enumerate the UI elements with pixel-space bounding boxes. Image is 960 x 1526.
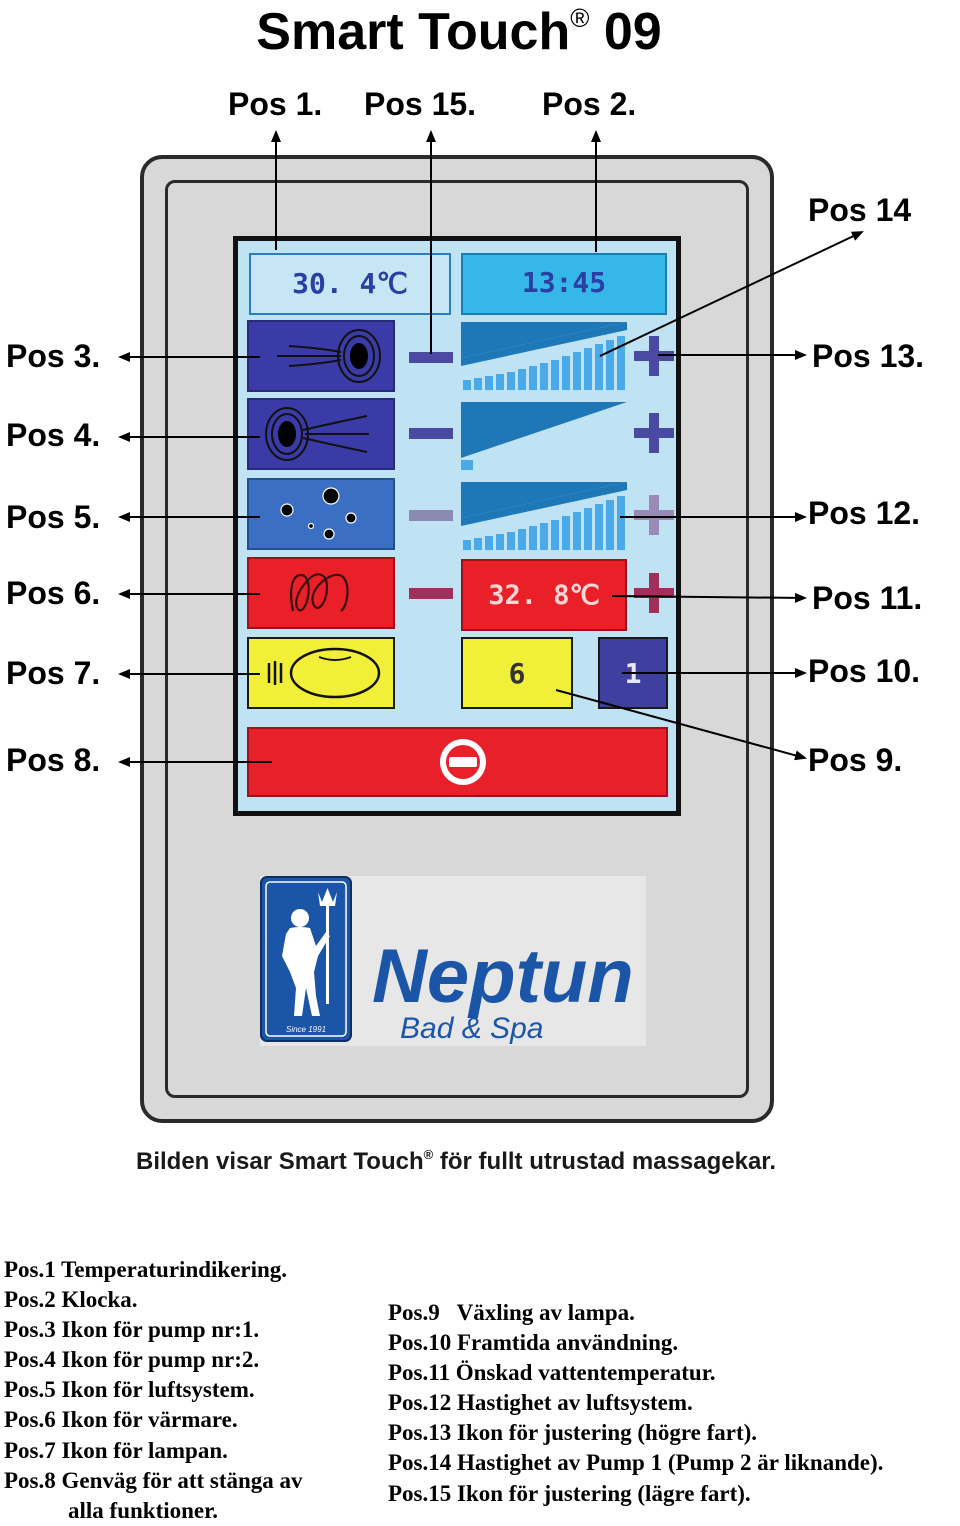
- legend-item: alla funktioner.: [68, 1497, 218, 1523]
- logo-sub-text: Bad & Spa: [400, 1012, 543, 1045]
- legend-right: Pos.9 Växling av lampa. Pos.10 Framtida …: [388, 1298, 883, 1509]
- temperature-minus-button[interactable]: [409, 588, 453, 599]
- device-inner-frame: [165, 180, 749, 1098]
- pump-2-speed-bar: [461, 402, 627, 470]
- neptun-wordmark: Neptun Bad & Spa: [372, 934, 634, 1045]
- page-title: Smart Touch® 09: [256, 3, 662, 61]
- legend-item: Pos.7 Ikon för lampan.: [4, 1437, 228, 1463]
- stop-all-button[interactable]: [247, 727, 668, 797]
- callout-pos-10: Pos 10.: [808, 653, 921, 689]
- callout-pos-13: Pos 13.: [812, 338, 925, 374]
- legend-item: Pos.13 Ikon för justering (högre fart).: [388, 1420, 758, 1446]
- callout-pos-8: Pos 8.: [6, 742, 101, 778]
- pump-2-button[interactable]: [247, 398, 395, 470]
- legend-left: Pos.1 Temperaturindikering. Pos.2 Klocka…: [4, 1255, 303, 1526]
- air-plus-button[interactable]: [632, 493, 676, 537]
- legend-item: Pos.10 Framtida användning.: [388, 1330, 679, 1356]
- legend-item: Pos.4 Ikon för pump nr:2.: [4, 1347, 260, 1373]
- callout-pos-2: Pos 2.: [542, 86, 637, 122]
- callout-pos-12: Pos 12.: [808, 495, 921, 531]
- neptune-figure-logo: Since 1991: [260, 876, 352, 1042]
- legend-item: Pos.2 Klocka.: [4, 1287, 138, 1313]
- set-temperature-display: 32. 8℃: [461, 559, 627, 631]
- legend-item: Pos.1 Temperaturindikering.: [4, 1257, 288, 1282]
- legend-item: Pos.6 Ikon för värmare.: [4, 1407, 238, 1433]
- pump-1-speed-bar: [461, 322, 627, 390]
- callout-pos-11: Pos 11.: [812, 580, 923, 616]
- pump-2-minus-button[interactable]: [409, 428, 453, 439]
- clock-display: 13:45: [461, 253, 667, 315]
- image-caption: Bilden visar Smart Touch® för fullt utru…: [136, 1147, 776, 1175]
- callout-pos-4: Pos 4.: [6, 417, 101, 453]
- legend-item: Pos.9 Växling av lampa.: [388, 1300, 635, 1325]
- legend-item: Pos.5 Ikon för luftsystem.: [4, 1377, 255, 1403]
- callout-pos-5: Pos 5.: [6, 499, 101, 535]
- heater-coil-icon: [290, 573, 349, 612]
- air-minus-button[interactable]: [409, 510, 453, 521]
- temperature-plus-button[interactable]: [632, 571, 676, 615]
- callout-pos-9: Pos 9.: [808, 742, 903, 778]
- callout-pos-6: Pos 6.: [6, 575, 101, 611]
- stop-icon: [440, 739, 486, 785]
- legend-item: Pos.3 Ikon för pump nr:1.: [4, 1317, 260, 1343]
- air-bubbles-icon: [280, 487, 357, 540]
- legend-item: Pos.12 Hastighet av luftsystem.: [388, 1390, 693, 1416]
- temperature-display: 30. 4℃: [249, 253, 451, 315]
- pump-1-icon: [277, 329, 381, 383]
- pump-1-minus-button[interactable]: [409, 352, 453, 363]
- logo-name-text: Neptun: [372, 934, 634, 1019]
- callout-pos-1: Pos 1.: [228, 86, 323, 122]
- callout-pos-7: Pos 7.: [6, 655, 101, 691]
- legend-item: Pos.11 Önskad vattentemperatur.: [388, 1360, 716, 1386]
- legend-item: Pos.15 Ikon för justering (lägre fart).: [388, 1480, 751, 1506]
- pump-2-plus-button[interactable]: [632, 411, 676, 455]
- pump-1-plus-button[interactable]: [632, 334, 676, 378]
- lamp-button[interactable]: [247, 637, 395, 709]
- logo-since-text: Since 1991: [286, 1025, 326, 1034]
- air-system-button[interactable]: [247, 478, 395, 550]
- air-speed-bar: [461, 482, 627, 550]
- pump-1-button[interactable]: [247, 320, 395, 392]
- callout-pos-15: Pos 15.: [364, 86, 477, 122]
- callout-pos-14: Pos 14: [808, 192, 912, 228]
- lamp-mode-button[interactable]: 6: [461, 637, 573, 709]
- lamp-icon: [267, 647, 381, 699]
- callout-pos-3: Pos 3.: [6, 338, 101, 374]
- legend-item: Pos.14 Hastighet av Pump 1 (Pump 2 är li…: [388, 1450, 884, 1476]
- heater-button[interactable]: [247, 557, 395, 629]
- legend-item: Pos.8 Genväg för att stänga av: [4, 1467, 303, 1493]
- pump-2-icon: [265, 407, 369, 461]
